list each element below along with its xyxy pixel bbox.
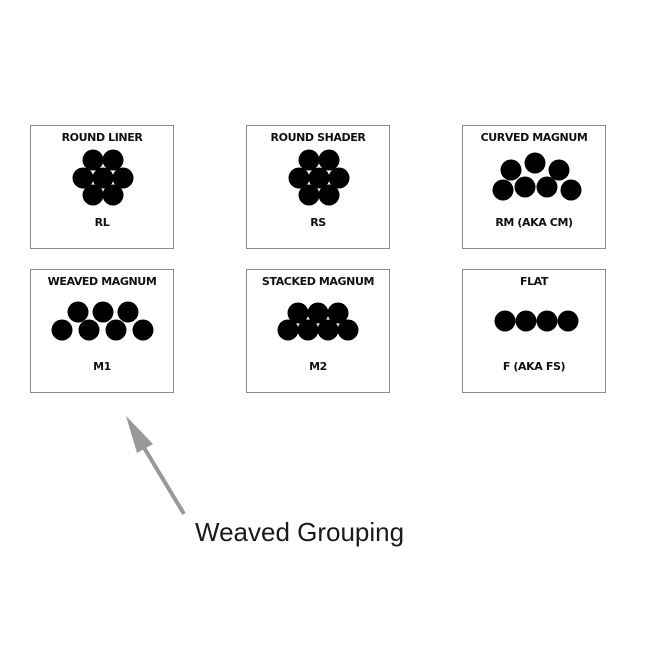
needle-dot — [548, 159, 570, 181]
needle-dot — [307, 302, 329, 324]
needle-dot — [327, 302, 349, 324]
needle-dot — [102, 184, 124, 206]
needle-dot — [318, 149, 340, 171]
needle-grouping-flat — [494, 310, 579, 332]
card-code: RL — [94, 216, 110, 229]
needle-dot — [318, 184, 340, 206]
needle-dot — [500, 159, 522, 181]
needle-dot — [308, 167, 330, 189]
card-title: ROUND SHADER — [270, 131, 366, 144]
needle-dot — [328, 167, 350, 189]
needle-grouping-curved-magnum — [492, 152, 582, 201]
card-round-shader: ROUND SHADER RS — [246, 125, 390, 249]
card-code: F (AKA FS) — [502, 360, 566, 373]
needle-dot — [337, 319, 359, 341]
card-title: ROUND LINER — [61, 131, 143, 144]
needle-dot — [82, 149, 104, 171]
needle-dot — [317, 319, 339, 341]
card-code: M1 — [93, 360, 111, 373]
arrow-shaft — [141, 444, 186, 516]
needle-dot — [557, 310, 579, 332]
needle-dot — [112, 167, 134, 189]
needle-dot — [82, 184, 104, 206]
needle-dot — [515, 310, 537, 332]
needle-dot — [51, 319, 73, 341]
needle-dot — [78, 319, 100, 341]
card-title: STACKED MAGNUM — [261, 275, 375, 288]
needle-dot — [117, 301, 139, 323]
needle-dot — [72, 167, 94, 189]
needle-dot — [92, 167, 114, 189]
card-title: WEAVED MAGNUM — [47, 275, 157, 288]
needle-dot — [297, 319, 319, 341]
needle-dot — [298, 149, 320, 171]
needle-dot — [536, 310, 558, 332]
annotation-caption: Weaved Grouping — [195, 517, 405, 547]
card-title: CURVED MAGNUM — [480, 131, 588, 144]
needle-dot — [288, 167, 310, 189]
card-code: RM (AKA CM) — [495, 216, 573, 229]
needle-dot — [524, 152, 546, 174]
needle-grouping-stacked-magnum — [277, 302, 359, 341]
needle-dot — [67, 301, 89, 323]
needle-dot — [560, 179, 582, 201]
card-round-liner: ROUND LINER RL — [30, 125, 174, 249]
needle-grouping-round-shader — [288, 149, 350, 206]
card-curved-magnum: CURVED MAGNUM RM (AKA CM) — [462, 125, 606, 249]
needle-grouping-round-liner — [72, 149, 134, 206]
needle-dot — [287, 302, 309, 324]
arrow-head — [126, 416, 153, 453]
needle-dot — [514, 176, 536, 198]
card-weaved-magnum: WEAVED MAGNUM M1 — [30, 269, 174, 393]
needle-dot — [492, 179, 514, 201]
card-code: M2 — [309, 360, 327, 373]
card-stacked-magnum: STACKED MAGNUM M2 — [246, 269, 390, 393]
needle-grouping-weaved-magnum — [51, 301, 154, 341]
needle-dot — [102, 149, 124, 171]
needle-dot — [105, 319, 127, 341]
needle-dot — [132, 319, 154, 341]
card-flat: FLAT F (AKA FS) — [462, 269, 606, 393]
needle-dot — [536, 176, 558, 198]
needle-dot — [298, 184, 320, 206]
needle-dot — [494, 310, 516, 332]
card-code: RS — [310, 216, 326, 229]
card-title: FLAT — [519, 275, 549, 288]
needle-dot — [92, 301, 114, 323]
needle-dot — [277, 319, 299, 341]
